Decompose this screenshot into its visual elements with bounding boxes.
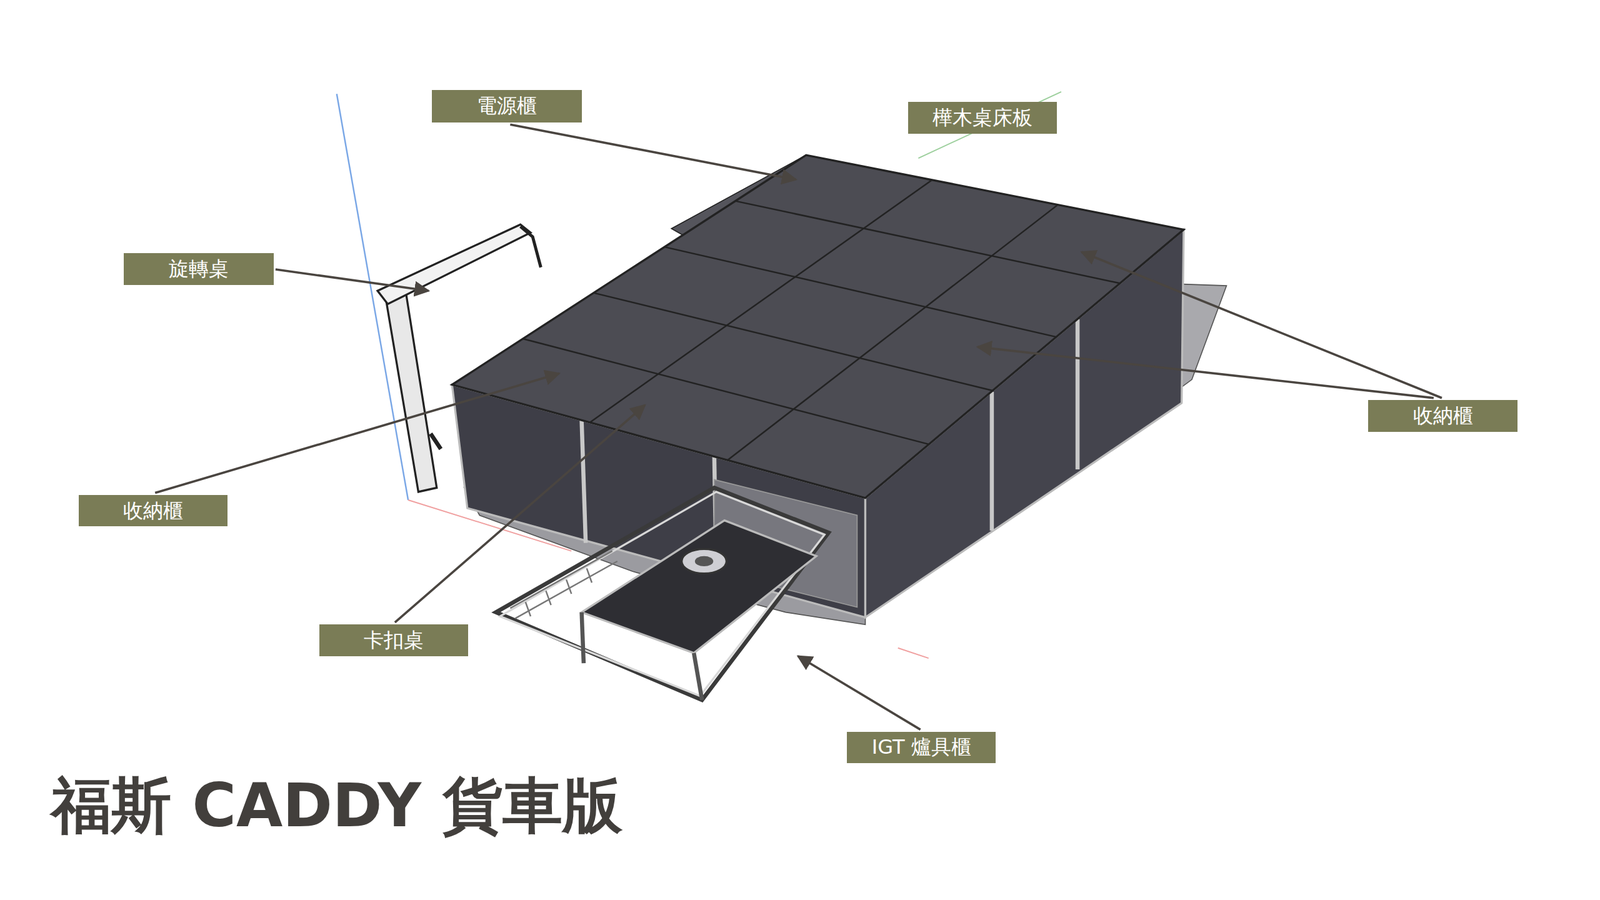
label-text: 卡扣桌 <box>363 629 424 652</box>
table-post <box>385 293 437 492</box>
callout-label: 樺木桌床板 <box>908 101 1057 134</box>
label-text: 收納櫃 <box>1413 405 1474 427</box>
panel-seam <box>593 293 993 391</box>
label-text: 電源櫃 <box>476 95 537 117</box>
utensil-rack <box>510 551 617 619</box>
panel-seam <box>735 201 1120 284</box>
callout-label: 卡扣桌 <box>319 624 469 657</box>
stove-drawer <box>495 487 829 700</box>
frame-post <box>990 391 995 531</box>
stove-drawer <box>500 491 825 697</box>
table-arm <box>377 224 531 304</box>
stove-burner <box>681 548 727 574</box>
callout-label: 電源櫃 <box>431 90 582 123</box>
callout-label: 收納櫃 <box>78 495 228 527</box>
panel-seam <box>727 205 1058 461</box>
callout-label: 旋轉桌 <box>123 253 274 285</box>
stove-burner <box>695 556 714 567</box>
callout-label: 收納櫃 <box>1368 400 1517 432</box>
table-knob <box>430 433 441 449</box>
label-text: 樺木桌床板 <box>932 106 1033 129</box>
panel-seam <box>590 180 932 423</box>
callout-label: IGT 爐具櫃 <box>846 731 996 764</box>
leader-line <box>155 124 1442 730</box>
drawer-leg <box>693 653 702 700</box>
label-text: 旋轉桌 <box>168 258 229 280</box>
panel-seam <box>523 338 930 445</box>
drawer-leg <box>581 612 584 664</box>
frame-post <box>581 420 587 544</box>
table-handle <box>520 226 542 267</box>
bed-board <box>451 155 1184 499</box>
axis-line <box>898 648 929 659</box>
panel-seam <box>664 246 1057 337</box>
label-text: IGT 爐具櫃 <box>871 736 972 759</box>
page-title: 福斯 CADDY 貨車版 <box>51 770 623 842</box>
frame-post <box>1075 319 1080 470</box>
label-text: 收納櫃 <box>123 500 184 522</box>
stove-plate <box>581 520 817 654</box>
panel-grid <box>523 180 1120 460</box>
